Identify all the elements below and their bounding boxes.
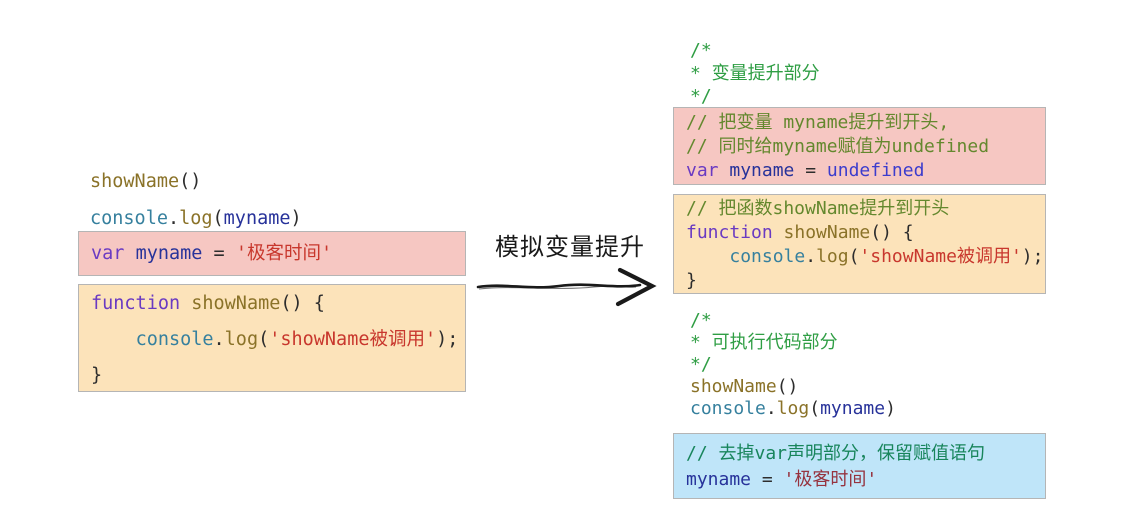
- code-line: console.log('showName被调用');: [729, 246, 1044, 267]
- code-line: var myname = undefined: [686, 160, 925, 181]
- code-line: showName(): [90, 171, 202, 192]
- code-line: function showName() {: [91, 293, 325, 314]
- code-line: /*: [690, 40, 712, 61]
- code-line: // 同时给myname赋值为undefined: [686, 136, 990, 157]
- code-line: console.log(myname): [690, 398, 896, 419]
- var-declaration-box: var myname = '极客时间': [78, 231, 466, 276]
- code-line: // 去掉var声明部分，保留赋值语句: [686, 443, 986, 464]
- code-line: /*: [690, 310, 712, 331]
- code-line: // 把函数showName提升到开头: [686, 198, 950, 219]
- hoisted-function-box: // 把函数showName提升到开头 function showName() …: [673, 194, 1046, 294]
- left-code-panel: showName() console.log(myname): [90, 163, 302, 237]
- code-line: var myname = '极客时间': [91, 243, 333, 264]
- code-line: }: [91, 365, 103, 386]
- hoist-section-comment: /* * 变量提升部分 */: [690, 39, 820, 108]
- code-line: console.log('showName被调用');: [135, 329, 459, 350]
- code-line: */: [690, 354, 712, 375]
- assignment-box: // 去掉var声明部分，保留赋值语句 myname = '极客时间': [673, 433, 1046, 499]
- code-line: console.log(myname): [90, 208, 302, 229]
- code-line: * 可执行代码部分: [690, 332, 838, 353]
- right-arrow-icon: [476, 267, 657, 307]
- code-line: // 把变量 myname提升到开头,: [686, 112, 950, 133]
- code-line: myname = '极客时间': [686, 469, 878, 490]
- code-line: showName(): [690, 376, 799, 397]
- executable-section: /* * 可执行代码部分 */ showName() console.log(m…: [690, 310, 896, 420]
- code-line: * 变量提升部分: [690, 63, 820, 84]
- code-line: }: [686, 270, 697, 291]
- function-declaration-box: function showName() { console.log('showN…: [78, 284, 466, 392]
- transform-label: 模拟变量提升: [495, 233, 645, 261]
- code-line: function showName() {: [686, 222, 914, 243]
- code-line: */: [690, 86, 712, 107]
- hoisted-var-box: // 把变量 myname提升到开头, // 同时给myname赋值为undef…: [673, 107, 1046, 185]
